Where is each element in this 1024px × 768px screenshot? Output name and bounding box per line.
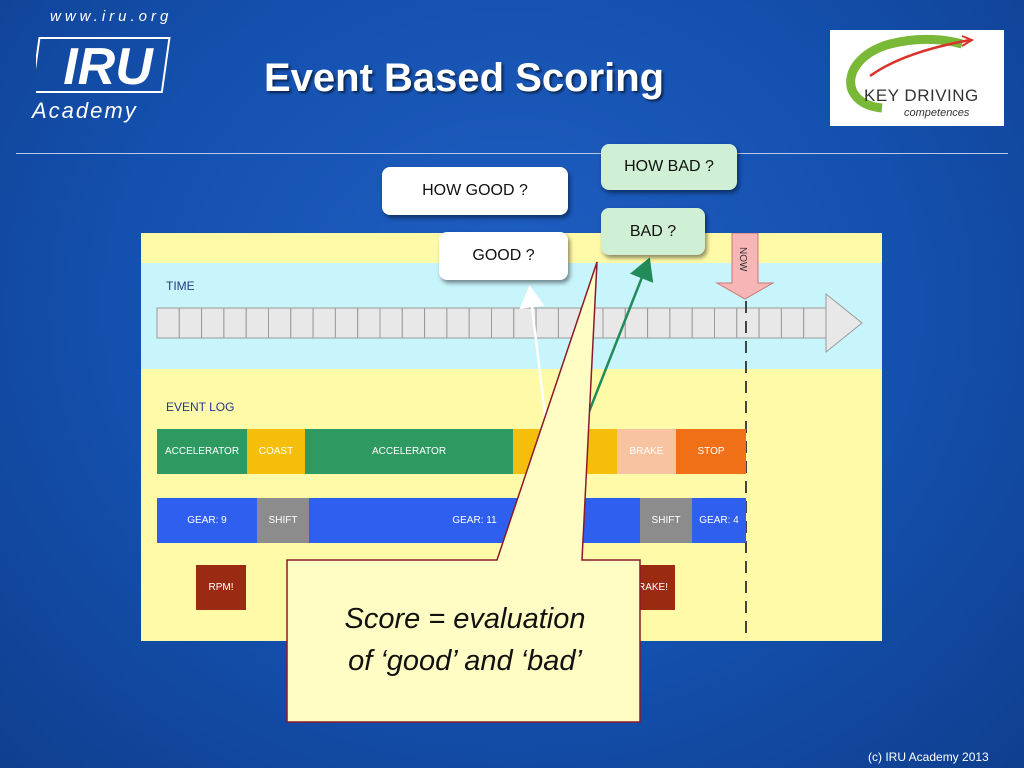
event-log-label: EVENT LOG (166, 400, 235, 414)
event-brake: BRAKE (617, 429, 676, 474)
score-line-1: Score = evaluation (344, 603, 586, 635)
event-rpm-alert: RPM! (196, 565, 246, 610)
how-good-callout: HOW GOOD ? (382, 167, 568, 215)
now-line (745, 301, 747, 641)
logo-url-text: www.iru.org (50, 8, 173, 25)
score-line-2: of ‘good’ and ‘bad’ (348, 645, 582, 677)
score-callout-shape (286, 261, 641, 723)
event-gear: GEAR: 9 (157, 498, 257, 543)
timeline-arrowhead (825, 292, 863, 354)
timeline-ticks (156, 292, 863, 354)
copyright-text: (c) IRU Academy 2013 (868, 750, 989, 764)
header-divider (16, 153, 1008, 154)
good-callout: GOOD ? (439, 232, 568, 280)
how-bad-callout: HOW BAD ? (601, 144, 737, 190)
key-driving-logo-text: KEY DRIVING (864, 86, 979, 105)
score-callout-text: Score = evaluation of ‘good’ and ‘bad’ (300, 598, 630, 682)
event-shift: SHIFT (257, 498, 309, 543)
event-log-diagram: TIME EVENT LOG NOW ACCELERATOR COAST ACC… (141, 233, 882, 641)
iru-logo: IRU (30, 34, 172, 96)
timeline-graphic (156, 292, 863, 354)
time-label: TIME (166, 279, 195, 293)
now-marker: NOW (715, 233, 775, 300)
bad-callout: BAD ? (601, 208, 705, 255)
event-shift: SHIFT (640, 498, 692, 543)
page-title: Event Based Scoring (264, 56, 665, 100)
event-gear: GEAR: 4 (692, 498, 746, 543)
key-driving-logo: KEY DRIVING competences (830, 30, 1004, 126)
iru-logo-text: IRU (63, 38, 154, 96)
logo-academy-text: Academy (32, 98, 138, 123)
event-accelerator: ACCELERATOR (305, 429, 513, 474)
now-label: NOW (737, 247, 748, 272)
event-accelerator: ACCELERATOR (157, 429, 247, 474)
event-coast: COAST (247, 429, 305, 474)
event-stop: STOP (676, 429, 746, 474)
key-driving-logo-subtext: competences (904, 107, 970, 119)
